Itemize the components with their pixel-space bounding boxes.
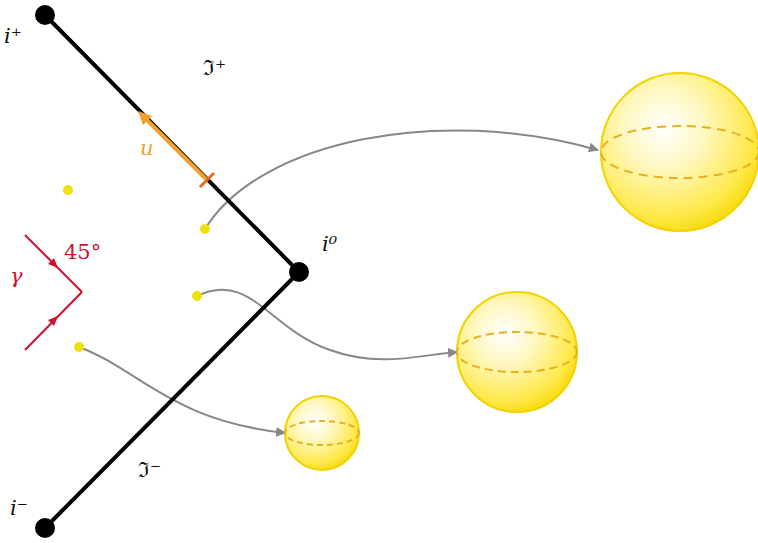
angle-label: 45° xyxy=(64,242,101,263)
coordinate-label: u xyxy=(140,138,154,159)
scri-label: ℑ⁻ xyxy=(138,460,161,481)
point-label: i⁰ xyxy=(322,234,337,255)
ray-label: γ xyxy=(10,266,23,287)
point-label: i⁻ xyxy=(10,498,28,519)
scri-label: ℑ⁺ xyxy=(203,58,226,79)
point-label: i⁺ xyxy=(4,26,22,47)
